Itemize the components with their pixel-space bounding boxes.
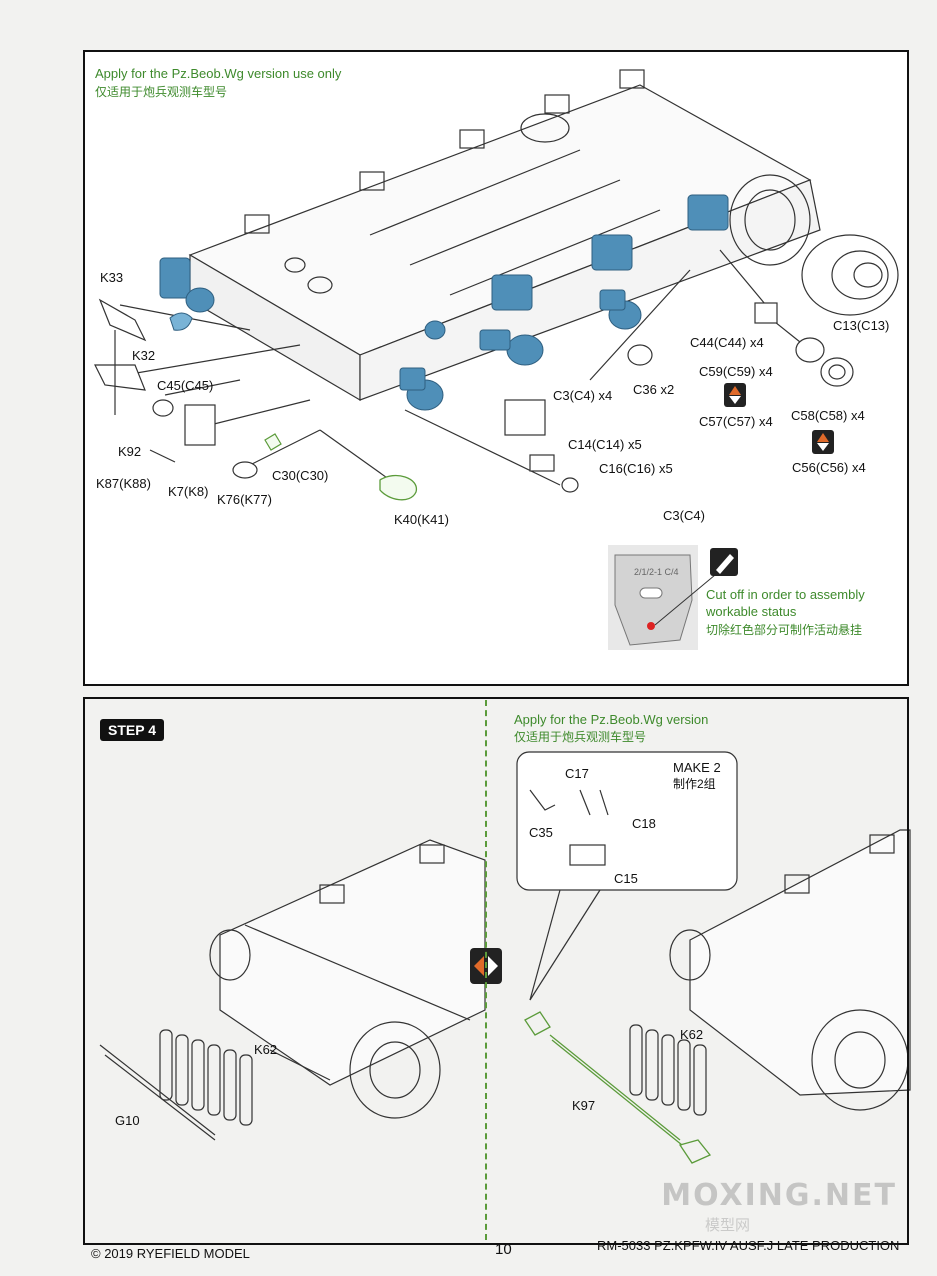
step4-note-cn: 仅适用于炮兵观测车型号	[514, 730, 647, 744]
copyright: © 2019 RYEFIELD MODEL	[91, 1246, 250, 1261]
divider-dashed	[485, 700, 487, 1240]
part-label-c18: C18	[632, 816, 656, 831]
part-label-c44: C44(C44) x4	[690, 335, 764, 350]
part-label-c59: C59(C59) x4	[699, 364, 773, 379]
product-code: RM-5033 PZ.KPFW.IV AUSF.J LATE PRODUCTIO…	[597, 1238, 900, 1253]
part-label-k62-left: K62	[254, 1042, 278, 1057]
part-label-c13: C13(C13)	[833, 318, 890, 333]
inset-title: C3(C4)	[663, 508, 705, 523]
make-label-cn: 制作2组	[673, 777, 716, 791]
part-label-c45: C45(C45)	[157, 378, 214, 393]
part-label-c56: C56(C56) x4	[792, 460, 866, 475]
make-label-en: MAKE 2	[673, 760, 721, 775]
top-note-en: Apply for the Pz.Beob.Wg version use onl…	[95, 66, 342, 81]
swap-arrow-icon	[812, 430, 834, 454]
part-label-c3: C3(C4) x4	[553, 388, 613, 403]
inset-stamp: 2/1/2-1 C/4	[634, 567, 679, 577]
part-label-k62-right: K62	[680, 1027, 704, 1042]
cutter-icon	[710, 548, 738, 576]
watermark: MOXING.NET	[661, 1178, 897, 1213]
part-label-k92: K92	[118, 444, 142, 459]
part-label-c30: C30(C30)	[272, 468, 329, 483]
part-label-k76: K76(K77)	[217, 492, 272, 507]
part-label-k40: K40(K41)	[394, 512, 449, 527]
assembly-panel-step4	[83, 697, 909, 1245]
part-label-c35: C35	[529, 825, 553, 840]
part-label-g10: G10	[115, 1113, 140, 1128]
part-label-c15: C15	[614, 871, 638, 886]
part-label-k87: K87(K88)	[96, 476, 151, 491]
part-label-k7: K7(K8)	[168, 484, 209, 499]
c3-detail-inset	[608, 545, 716, 650]
swap-arrow-icon	[724, 383, 746, 407]
part-label-k32: K32	[132, 348, 156, 363]
part-label-k33: K33	[100, 270, 124, 285]
part-label-c14: C14(C14) x5	[568, 437, 642, 452]
step4-note-en: Apply for the Pz.Beob.Wg version	[514, 712, 709, 727]
page-number: 10	[495, 1241, 512, 1258]
cut-note-cn: 切除红色部分可制作活动悬挂	[706, 623, 863, 637]
top-note-cn: 仅适用于炮兵观测车型号	[95, 85, 228, 99]
part-label-c16: C16(C16) x5	[599, 461, 673, 476]
cut-note-en-1: Cut off in order to assembly	[706, 587, 865, 602]
part-label-c57: C57(C57) x4	[699, 414, 773, 429]
part-label-c36: C36 x2	[633, 382, 675, 397]
part-label-c17: C17	[565, 766, 589, 781]
cut-note-en-2: workable status	[706, 604, 797, 619]
part-label-k97: K97	[572, 1098, 596, 1113]
part-label-c58: C58(C58) x4	[791, 408, 865, 423]
step-badge: STEP 4	[100, 719, 164, 741]
watermark-sub: 模型网	[705, 1217, 751, 1234]
